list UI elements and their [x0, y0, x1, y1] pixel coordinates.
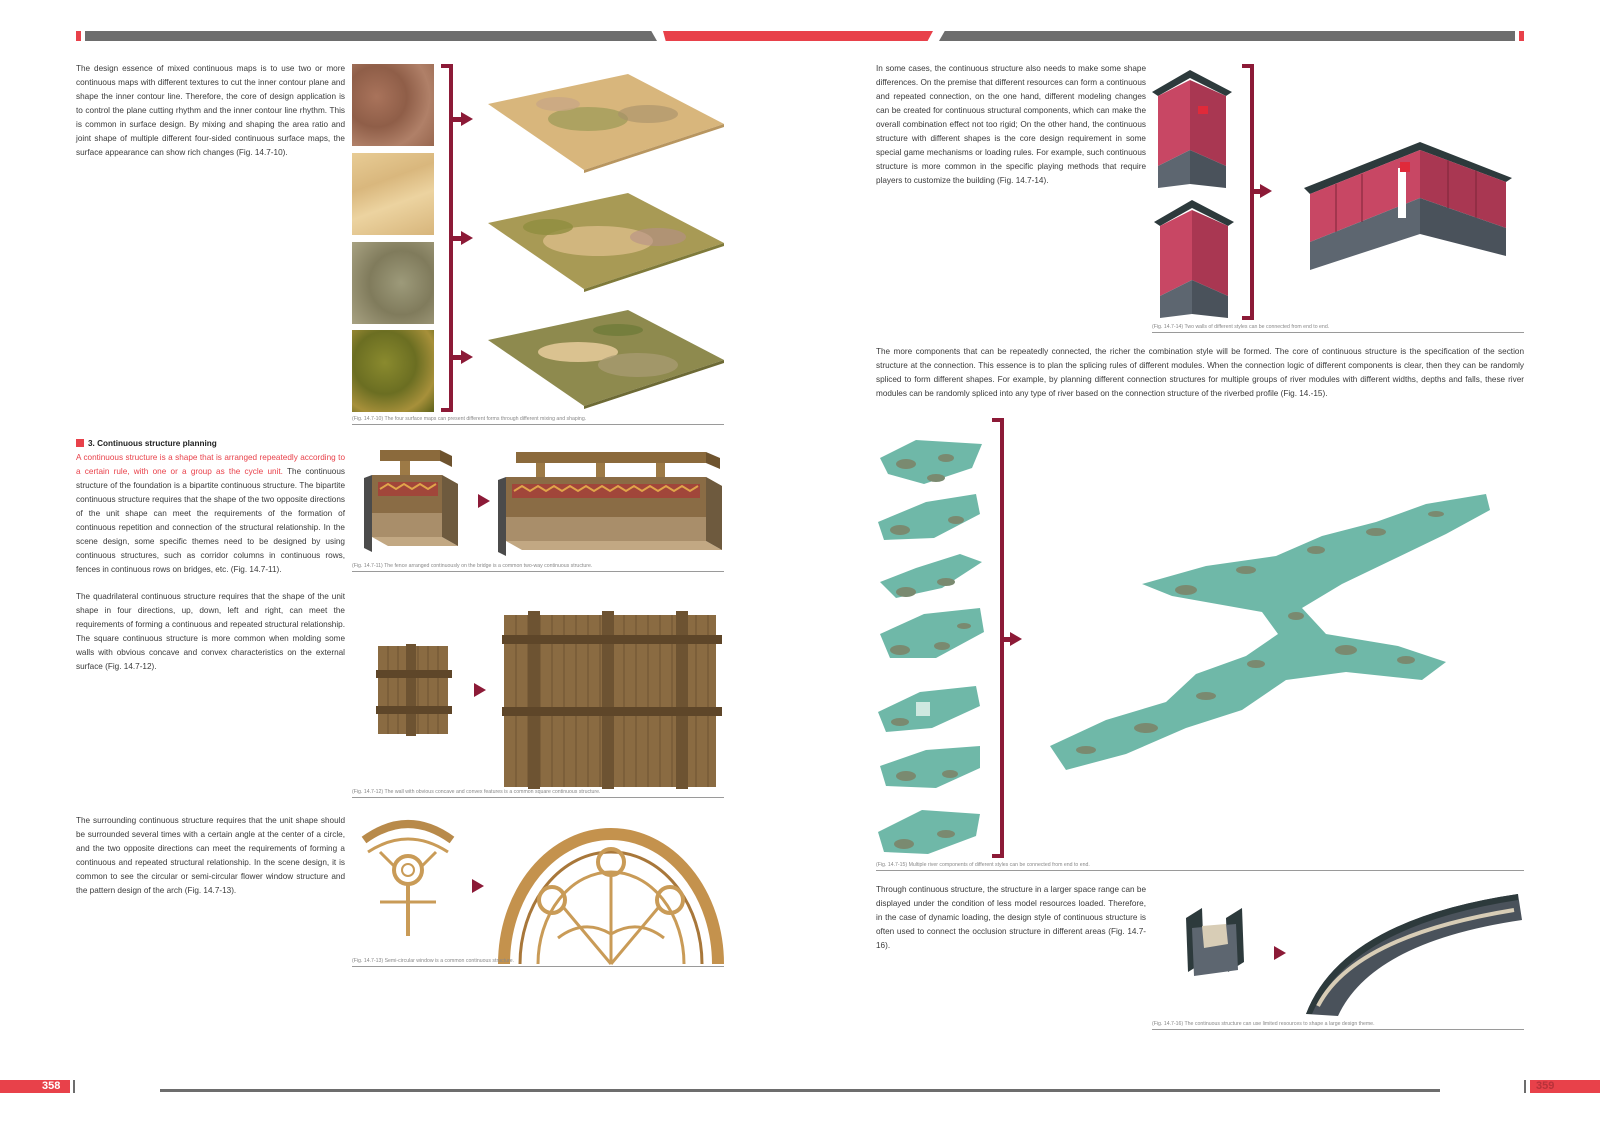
fence-continuous-model [498, 452, 722, 556]
fig13-arrow [472, 879, 484, 893]
texture-swatch-rock [352, 242, 434, 324]
fig10-arrow-2 [461, 231, 473, 245]
footer-left-tick [73, 1080, 75, 1093]
footer-right-tab [1530, 1080, 1600, 1093]
fig13-caption-rule [352, 966, 724, 967]
top-bar-right-marker [1519, 31, 1524, 41]
fig14-arrow-stem [1254, 189, 1260, 194]
river-module-7 [878, 810, 980, 854]
curved-wall-model [1306, 894, 1522, 1016]
range-paragraph: Through continuous structure, the struct… [876, 885, 1146, 950]
fig11-arrow [478, 494, 490, 508]
shape-paragraph: In some cases, the continuous structure … [876, 64, 1146, 185]
fig13-caption: (Fig. 14.7-13) Semi-circular window is a… [352, 958, 515, 964]
fig14-arrow [1260, 184, 1272, 198]
fig16-arrow [1274, 946, 1286, 960]
mixed-surface-plane-2 [488, 193, 724, 292]
heading-square-icon [76, 439, 84, 447]
river-module-3 [880, 554, 982, 598]
fig10-arrow-stem-2 [453, 236, 461, 241]
fig12-arrow [474, 683, 486, 697]
section-block: 3. Continuous structure planning A conti… [76, 437, 345, 577]
window-arch-model [498, 828, 724, 965]
fig14-bracket [1242, 64, 1254, 320]
quad-paragraph: The quadrilateral continuous structure r… [76, 592, 345, 671]
wall-unit-model [376, 644, 452, 736]
components-paragraph: The more components that can be repeated… [876, 347, 1524, 398]
fig10-arrow-stem-3 [453, 355, 461, 360]
footer-right-tick [1524, 1080, 1526, 1093]
fig10-caption-rule [352, 424, 724, 425]
fig12-caption: (Fig. 14.7-12) The wall with obvious con… [352, 789, 601, 795]
fig11-caption: (Fig. 14.7-11) The fence arranged contin… [352, 563, 593, 569]
top-bar-center [663, 31, 933, 41]
texture-swatch-sand [352, 153, 434, 235]
fig10-arrow-stem-1 [453, 117, 461, 122]
fig15-arrow [1010, 632, 1022, 646]
river-module-list [876, 434, 988, 864]
page-number-right: 359 [1536, 1080, 1555, 1092]
river-module-2 [878, 494, 980, 540]
wall-combined-model [1304, 142, 1512, 270]
fig15-bracket [992, 418, 1004, 858]
section-heading: 3. Continuous structure planning [76, 437, 345, 451]
wall-segment-unit-model [1186, 908, 1244, 976]
river-module-1 [880, 440, 982, 484]
fig15-arrow-stem [1004, 637, 1010, 642]
section-highlight: A continuous structure is a shape that i… [76, 453, 345, 476]
fig15-caption-rule [876, 870, 1524, 871]
surround-paragraph: The surrounding continuous structure req… [76, 816, 345, 895]
wall-continuous-model [502, 611, 722, 789]
fig10-caption: (Fig. 14.7-10) The four surface maps can… [352, 416, 587, 422]
mixed-surface-plane-3 [488, 310, 724, 409]
top-bar-right [939, 31, 1515, 41]
fig14-caption: (Fig. 14.7-14) Two walls of different st… [1152, 324, 1330, 330]
fig16-caption-rule [1152, 1029, 1524, 1030]
fig10-arrow-1 [461, 112, 473, 126]
fig11-caption-rule [352, 571, 724, 572]
page-number-left: 358 [42, 1080, 61, 1092]
fig15-caption: (Fig. 14.7-15) Multiple river components… [876, 862, 1090, 868]
wall-style-b-model [1154, 200, 1234, 318]
river-module-6 [880, 746, 980, 788]
top-bar-left-marker [76, 31, 81, 41]
fig16-caption: (Fig. 14.7-16) The continuous structure … [1152, 1021, 1375, 1027]
mixed-surface-plane-1 [488, 74, 724, 173]
river-module-5 [878, 686, 980, 732]
fig10-arrow-3 [461, 350, 473, 364]
fence-unit-model [364, 450, 458, 552]
texture-swatch-red-dirt [352, 64, 434, 146]
intro-paragraph: The design essence of mixed continuous m… [76, 64, 345, 157]
wall-style-a-model [1152, 70, 1232, 188]
window-unit-model [361, 820, 455, 936]
river-combined-model [1050, 494, 1490, 770]
section-paragraph: The continuous structure of the foundati… [76, 467, 345, 574]
fig12-caption-rule [352, 797, 724, 798]
footer-left-tab [0, 1080, 70, 1093]
river-module-4 [880, 608, 984, 658]
top-bar-left [85, 31, 657, 41]
fig10-bracket [441, 64, 453, 412]
footer-center-bar [160, 1089, 1440, 1092]
texture-swatch-grass [352, 330, 434, 412]
fig14-caption-rule [1152, 332, 1524, 333]
